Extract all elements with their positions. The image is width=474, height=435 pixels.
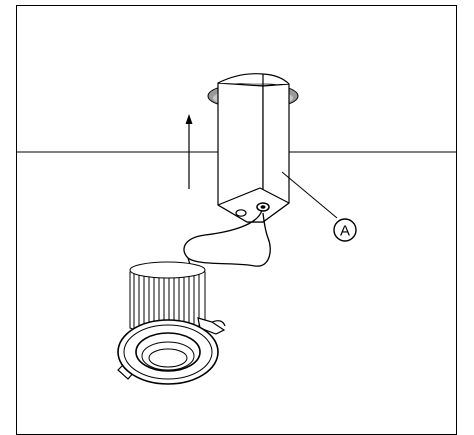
insertion-arrow: [185, 114, 193, 189]
callout-a: A: [333, 218, 357, 242]
driver-box: [217, 73, 290, 223]
driver-screw-hole: [235, 209, 247, 217]
callout-leader-line: [281, 171, 338, 219]
diagram-frame: [16, 5, 457, 435]
luminaire-heatsink: [129, 261, 206, 336]
driver-cable-gland: [256, 202, 270, 212]
luminaire-trim: [117, 319, 219, 385]
connecting-cable: [183, 209, 271, 267]
callout-a-label: A: [340, 223, 350, 240]
